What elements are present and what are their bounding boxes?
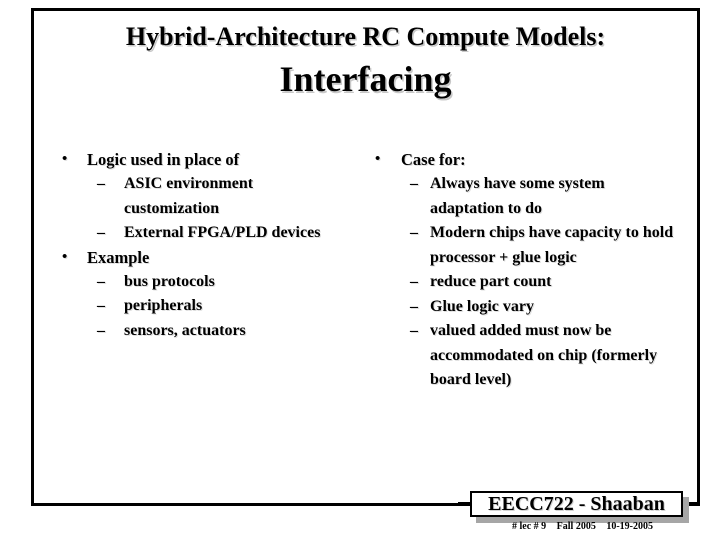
left-bullet-label: External FPGA/PLD devices — [124, 224, 321, 241]
right-bullet-label: Always have some system adaptation to do — [430, 175, 605, 217]
left-bullet-3: • Example — [52, 246, 352, 269]
footer-term: Fall 2005 — [556, 521, 596, 532]
right-bullet-label: Modern chips have capacity to hold proce… — [430, 224, 674, 266]
footer-connector-left — [458, 502, 470, 505]
slide-title-block: Hybrid-Architecture RC Compute Models: I… — [34, 22, 697, 102]
left-bullet-1: – ASIC environment customization — [52, 172, 352, 221]
footer-meta-line: # lec # 9 Fall 2005 10-19-2005 — [470, 521, 695, 533]
footer-date: 10-19-2005 — [606, 521, 653, 532]
left-bullet-0: • Logic used in place of — [52, 148, 352, 171]
right-bullet-label: reduce part count — [430, 273, 552, 290]
bullet-dot-icon: • — [375, 151, 381, 167]
course-label: EECC722 - Shaaban — [488, 492, 665, 515]
right-bullet-5: –valued added must now be accommodated o… — [365, 319, 675, 393]
page-subtitle: Interfacing — [279, 59, 452, 99]
bullet-dash-icon: – — [97, 321, 105, 339]
bullet-dot-icon: • — [62, 248, 68, 265]
left-bullet-label: Logic used in place of — [87, 150, 240, 169]
right-bullet-3: –reduce part count — [365, 270, 675, 295]
bullet-dash-icon: – — [410, 224, 418, 241]
left-bullet-4: – bus protocols — [52, 270, 352, 295]
right-bullet-4: –Glue logic vary — [365, 295, 675, 320]
left-bullet-label: Example — [87, 247, 150, 267]
bullet-dash-icon: – — [410, 175, 418, 192]
slide-border-frame — [31, 8, 700, 506]
page-title: Hybrid-Architecture RC Compute Models: — [125, 22, 606, 51]
right-bullet-label: Glue logic vary — [430, 297, 534, 315]
right-bullet-label: valued added must now be accommodated on… — [430, 322, 658, 388]
right-bullet-column: •Case for:–Always have some system adapt… — [365, 148, 675, 393]
bullet-dash-icon: – — [97, 272, 105, 290]
left-bullet-column: • Logic used in place of – ASIC environment… — [52, 148, 352, 343]
footer-connector-right — [683, 502, 697, 505]
right-bullet-label: Case for: — [401, 150, 466, 169]
footer-badge-box: EECC722 - Shaaban — [470, 491, 683, 517]
left-bullet-6: – sensors, actuators — [52, 319, 352, 344]
bullet-dash-icon: – — [97, 175, 105, 192]
bullet-dash-icon: – — [410, 297, 418, 315]
bullet-dash-icon: – — [410, 273, 418, 290]
left-bullet-label: peripherals — [124, 297, 203, 314]
bullet-dot-icon: • — [62, 151, 68, 167]
left-bullet-2: – External FPGA/PLD devices — [52, 221, 352, 246]
right-bullet-1: –Always have some system adaptation to d… — [365, 172, 675, 221]
bullet-dash-icon: – — [97, 224, 105, 241]
left-bullet-5: – peripherals — [52, 294, 352, 319]
right-bullet-2: –Modern chips have capacity to hold proc… — [365, 221, 675, 270]
bullet-dash-icon: – — [410, 322, 418, 339]
left-bullet-label: sensors, actuators — [124, 321, 246, 339]
footer-badge: EECC722 - Shaaban — [458, 491, 697, 523]
bullet-dash-icon: – — [97, 297, 105, 314]
right-bullet-0: • Case for: — [365, 148, 675, 171]
footer-lecture-number: # lec # 9 — [512, 521, 547, 532]
left-bullet-label: bus protocols — [124, 272, 215, 290]
left-bullet-label: ASIC environment customization — [124, 175, 254, 217]
